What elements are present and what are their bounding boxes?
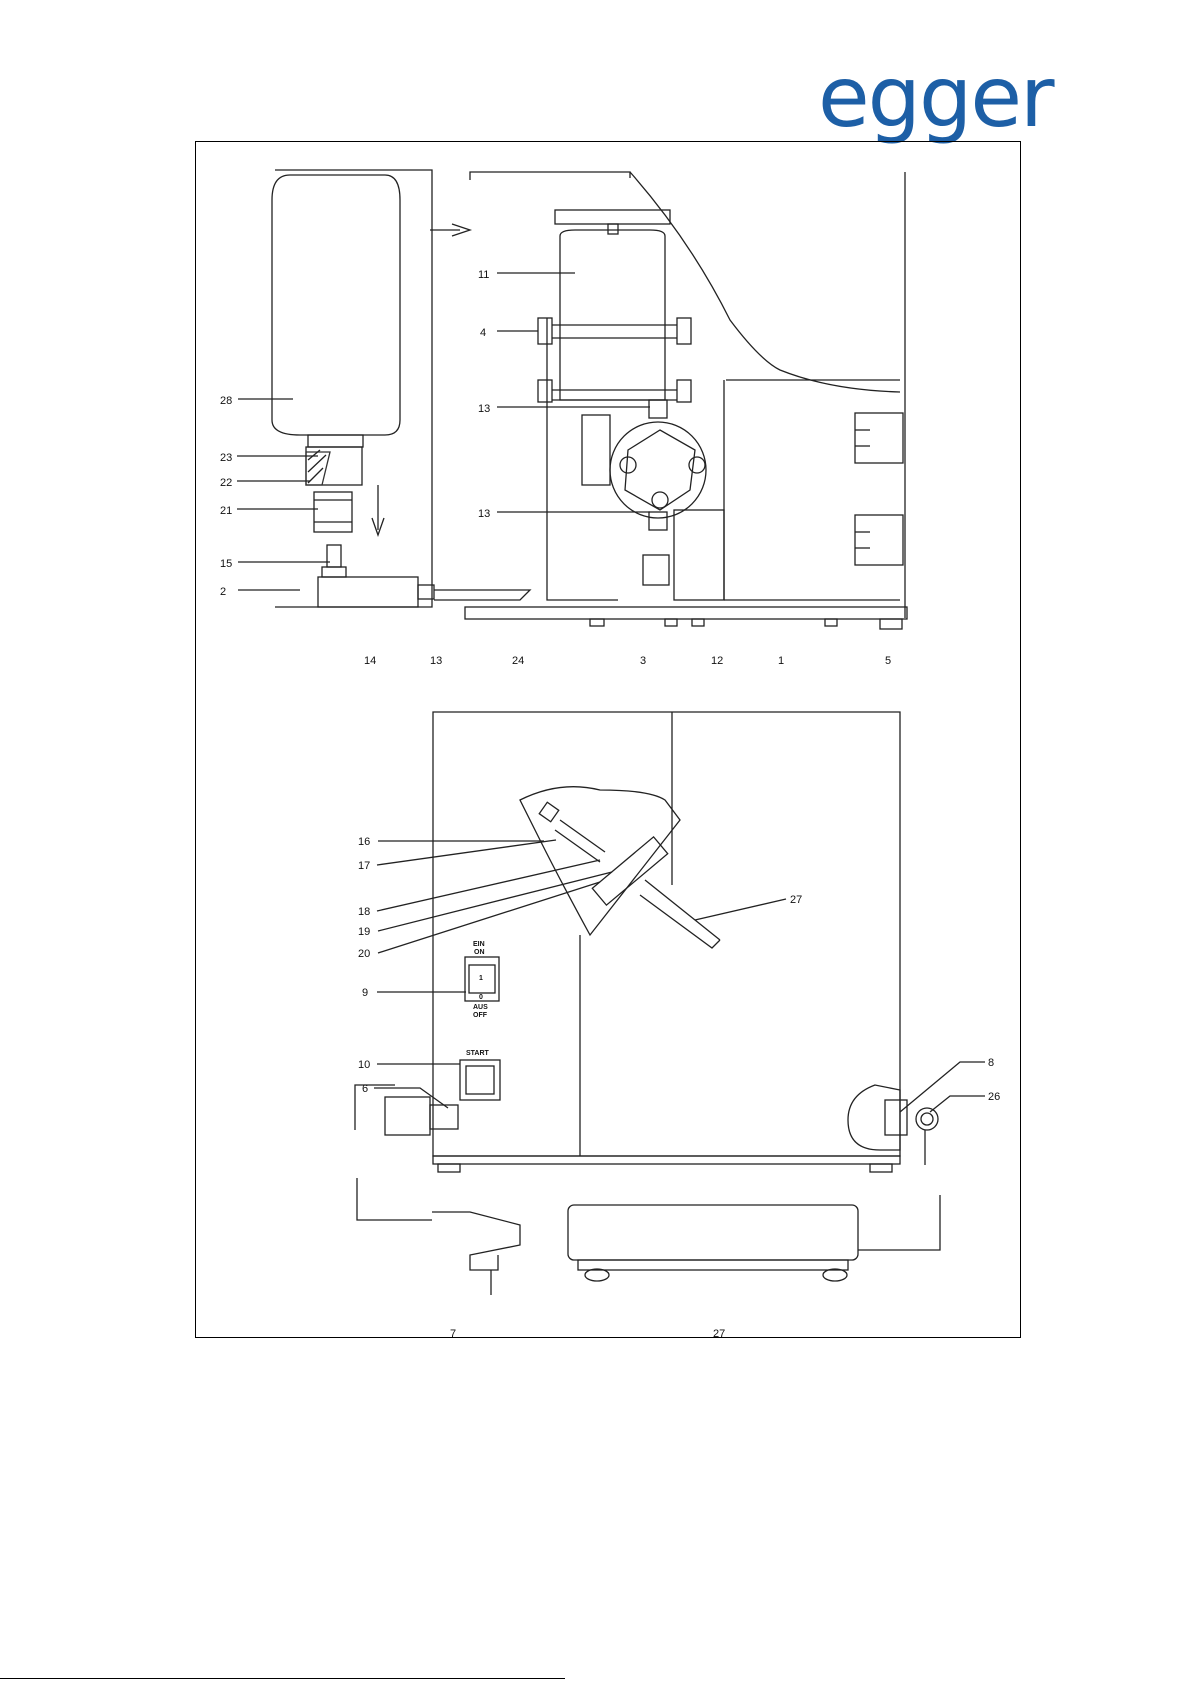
pump-rotor — [625, 430, 695, 510]
torn-cover — [630, 172, 900, 392]
callout-13-a: 13 — [478, 403, 490, 415]
cylinder-11 — [560, 230, 665, 400]
housing-front — [433, 712, 900, 1156]
callout-13-c: 13 — [430, 655, 442, 667]
callout-8: 8 — [988, 1057, 994, 1069]
plug-6 — [385, 1097, 430, 1135]
housing-top-cover — [470, 172, 630, 180]
bottle-housing — [275, 170, 432, 607]
jack-26 — [916, 1108, 938, 1130]
probe-27 — [640, 880, 720, 948]
callout-5: 5 — [885, 655, 891, 667]
switch-label-aus: AUS — [473, 1004, 488, 1011]
foot-5 — [880, 619, 902, 629]
lid-plate — [555, 210, 670, 224]
callout-4: 4 — [480, 327, 486, 339]
board-12 — [674, 510, 724, 600]
plate-19 — [592, 837, 667, 905]
switch-label-ein: EIN — [473, 941, 485, 948]
callout-1: 1 — [778, 655, 784, 667]
callout-2: 2 — [220, 586, 226, 598]
bottle-28 — [272, 175, 400, 435]
foot-cable — [858, 1195, 940, 1250]
callout-26: 26 — [988, 1091, 1000, 1103]
hatched-seal-22 — [306, 452, 330, 485]
callout-17: 17 — [358, 860, 370, 872]
fitting-13-mid — [649, 512, 667, 530]
callout-24: 24 — [512, 655, 524, 667]
callout-27-b: 27 — [713, 1328, 725, 1340]
callout-9: 9 — [362, 987, 368, 999]
foot-switch-27 — [568, 1205, 858, 1260]
connector-right-a — [855, 413, 903, 463]
callout-10: 10 — [358, 1059, 370, 1071]
nipple-15 — [327, 545, 341, 567]
nut-16 — [539, 802, 558, 821]
mains-cable-7 — [357, 1178, 432, 1220]
mains-plug-7 — [432, 1212, 520, 1270]
arrow-down — [372, 485, 384, 535]
callout-19: 19 — [358, 926, 370, 938]
callout-23: 23 — [220, 452, 232, 464]
bottle-cap — [308, 435, 363, 447]
callout-20: 20 — [358, 948, 370, 960]
socket-8 — [885, 1100, 907, 1135]
bolt-4b — [677, 318, 691, 344]
fitting-13-top — [649, 400, 667, 418]
callout-12: 12 — [711, 655, 723, 667]
block-14 — [318, 577, 418, 607]
base-plate-3 — [465, 607, 907, 619]
socket — [643, 555, 669, 585]
connector-8-shell — [848, 1085, 900, 1150]
callout-7: 7 — [450, 1328, 456, 1340]
cable-left — [355, 1085, 395, 1130]
callout-3: 3 — [640, 655, 646, 667]
callout-21: 21 — [220, 505, 232, 517]
callout-15: 15 — [220, 558, 232, 570]
footer-rule — [0, 1678, 565, 1679]
callout-11: 11 — [478, 269, 489, 281]
callout-27-a: 27 — [790, 894, 802, 906]
callout-18: 18 — [358, 906, 370, 918]
callout-22: 22 — [220, 477, 232, 489]
start-label: START — [466, 1050, 490, 1057]
hose-24 — [434, 590, 530, 600]
callout-13-b: 13 — [478, 508, 490, 520]
switch-label-0: 0 — [479, 994, 483, 1001]
callout-16: 16 — [358, 836, 370, 848]
switch-label-1: 1 — [479, 975, 483, 982]
arrow-right — [430, 224, 470, 236]
callout-14: 14 — [364, 655, 376, 667]
callout-6: 6 — [362, 1083, 368, 1095]
switch-label-on: ON — [474, 949, 485, 956]
cutaway-region — [520, 787, 680, 935]
coupling-21 — [314, 492, 352, 532]
bolt-4a — [538, 318, 552, 344]
switch-label-off: OFF — [473, 1012, 488, 1019]
connector-right-b — [855, 515, 903, 565]
callout-28: 28 — [220, 395, 232, 407]
